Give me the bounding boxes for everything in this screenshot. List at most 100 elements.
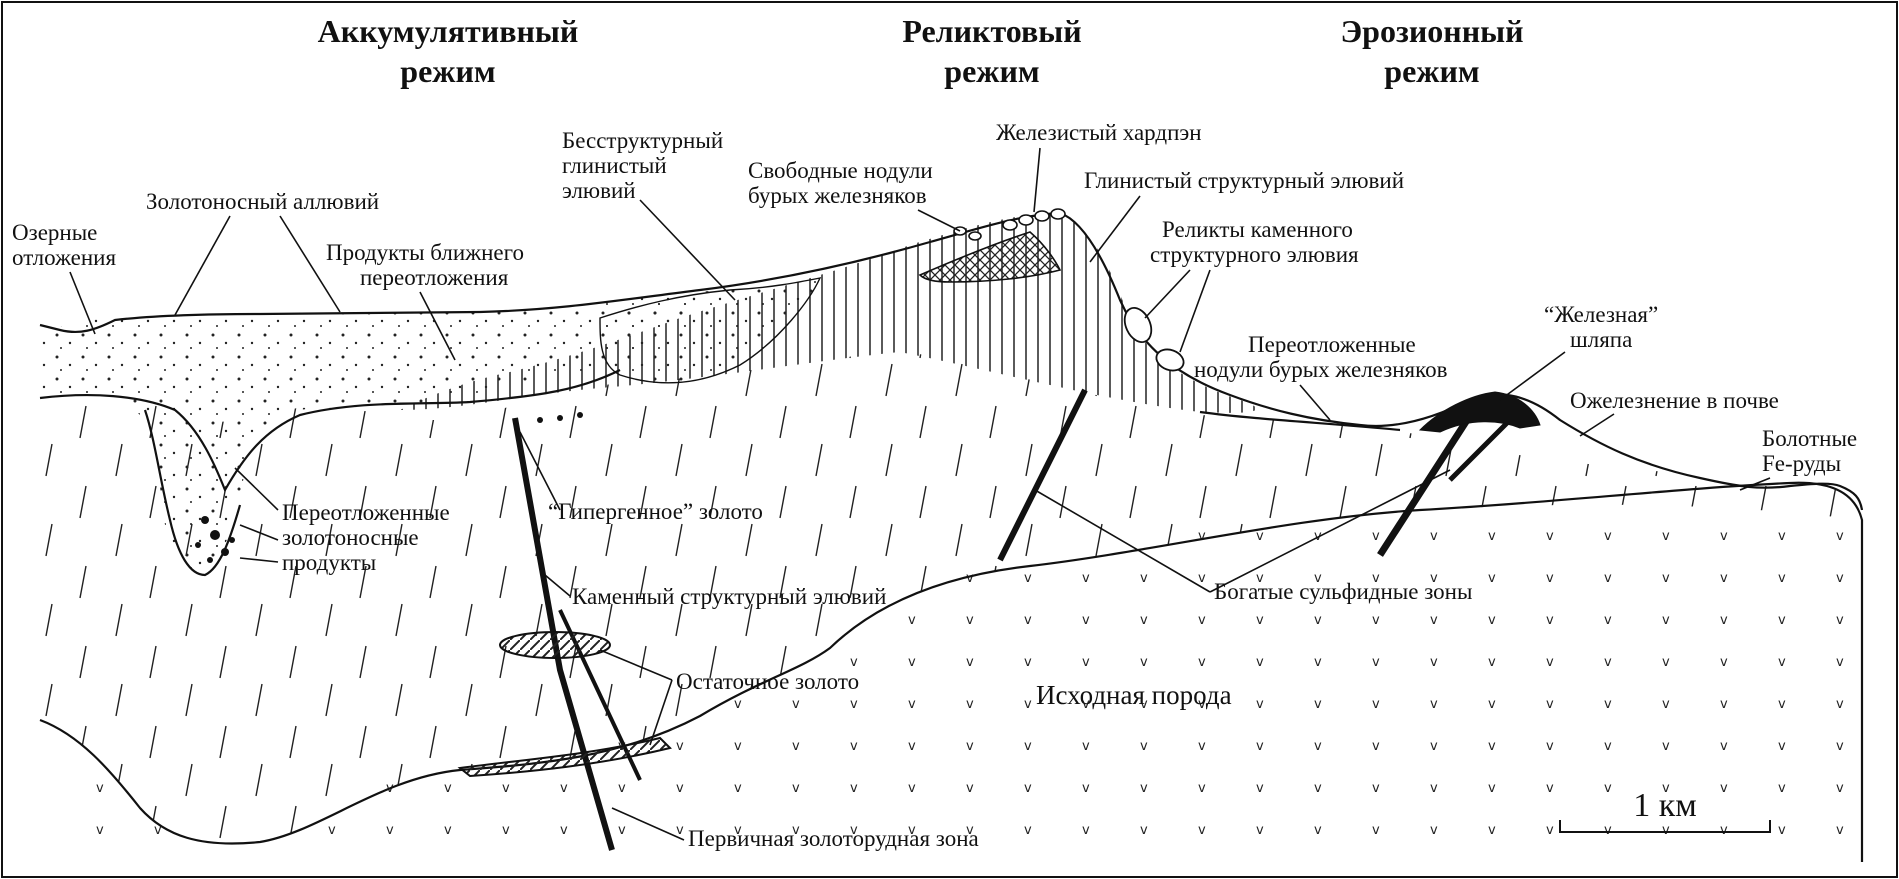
source-rock-vee: v <box>1314 739 1322 754</box>
source-rock-vee: v <box>1140 739 1148 754</box>
label-gold-alluvium: Золотоносный аллювий <box>146 189 379 214</box>
source-rock-vee: v <box>1430 529 1438 544</box>
source-rock-vee: v <box>1778 655 1786 670</box>
hardpan-area <box>918 231 1062 283</box>
source-rock-vee: v <box>1720 781 1728 796</box>
source-rock-vee: v <box>1024 781 1032 796</box>
source-rock-vee: v <box>1314 655 1322 670</box>
source-rock-vee: v <box>1430 613 1438 628</box>
iron-hat-cap <box>1418 391 1541 433</box>
source-rock-vee: v <box>1488 739 1496 754</box>
source-rock-vee: v <box>908 613 916 628</box>
label-redeposited-gold-products-1: Переотложенные <box>282 500 450 525</box>
source-rock-vee: v <box>502 781 510 796</box>
source-rock-vee: v <box>1662 655 1670 670</box>
source-rock-vee: v <box>1082 697 1090 712</box>
source-rock-vee: v <box>1546 613 1554 628</box>
regime-accumulative-line-1: Аккумулятивный <box>318 13 579 49</box>
source-rock-vee: v <box>1836 655 1844 670</box>
source-rock-vee: v <box>676 823 684 838</box>
label-structureless-eluvium-3: элювий <box>562 178 636 203</box>
source-rock-vee: v <box>1314 781 1322 796</box>
source-rock-vee: v <box>1140 823 1148 838</box>
source-rock-vee: v <box>1430 655 1438 670</box>
source-rock-vee: v <box>1778 529 1786 544</box>
source-rock-vee: v <box>1488 823 1496 838</box>
source-rock-vee: v <box>1662 571 1670 586</box>
label-near-redeposition-1: Продукты ближнего <box>326 240 524 265</box>
source-rock-vee: v <box>1546 781 1554 796</box>
source-rock-vee: v <box>792 823 800 838</box>
regime-accumulative-line-2: режим <box>400 53 495 89</box>
label-lake-deposits-2: отложения <box>12 245 116 270</box>
label-iron-hat-1: “Железная” <box>1544 302 1658 327</box>
source-rock-vee: v <box>1778 571 1786 586</box>
source-rock-vee: v <box>850 697 858 712</box>
source-rock-vee: v <box>1024 739 1032 754</box>
source-rock-vee: v <box>1720 613 1728 628</box>
leader-lines <box>69 147 1771 841</box>
rock-boundary-line <box>39 481 1864 862</box>
source-rock-vee: v <box>560 781 568 796</box>
regime-relict-line-2: режим <box>944 53 1039 89</box>
source-rock-vee: v <box>1256 655 1264 670</box>
source-rock-vee: v <box>966 823 974 838</box>
source-rock-vee: v <box>1198 739 1206 754</box>
source-rock-vee: v <box>1836 697 1844 712</box>
source-rock-vee: v <box>1024 613 1032 628</box>
source-rock-vee: v <box>1314 823 1322 838</box>
source-rock-vee: v <box>1198 655 1206 670</box>
alluvium-area <box>40 290 720 574</box>
source-rock-vee: v <box>1778 739 1786 754</box>
source-rock-vee: v <box>1488 781 1496 796</box>
scale-bar-label: 1 км <box>1633 787 1697 824</box>
source-rock-vee: v <box>1546 697 1554 712</box>
structureless-eluvium-area <box>599 277 822 384</box>
source-rock-vee: v <box>1720 697 1728 712</box>
source-rock-vee: v <box>1256 571 1264 586</box>
regime-erosional-line-2: режим <box>1384 53 1479 89</box>
source-rock-vee: v <box>1082 781 1090 796</box>
label-bog-ores-1: Болотные <box>1762 426 1857 451</box>
source-rock-vee: v <box>1604 781 1612 796</box>
source-rock-vee: v <box>1024 697 1032 712</box>
source-rock-vee: v <box>1198 571 1206 586</box>
label-ferruginous-hardpan: Железистый хардпэн <box>996 120 1202 145</box>
source-rock-vee: v <box>1836 571 1844 586</box>
source-rock-vee: v <box>1256 529 1264 544</box>
source-rock-vee: v <box>1082 613 1090 628</box>
source-rock-vee: v <box>1430 781 1438 796</box>
source-rock-vee: v <box>1720 529 1728 544</box>
source-rock-vee: v <box>1372 613 1380 628</box>
source-rock-vee: v <box>1140 655 1148 670</box>
source-rock-vee: v <box>908 697 916 712</box>
source-rock-vee: v <box>1662 781 1670 796</box>
label-clay-structural-eluvium: Глинистый структурный элювий <box>1084 168 1404 193</box>
label-bog-ores-2: Fe-руды <box>1762 451 1841 476</box>
source-rock-vee: v <box>618 781 626 796</box>
source-rock-vee: v <box>908 739 916 754</box>
stone-eluvium-area <box>40 350 1862 844</box>
source-rock-vee: v <box>734 781 742 796</box>
label-redeposited-gold-products-3: продукты <box>282 550 376 575</box>
source-rock-vee: v <box>1314 697 1322 712</box>
source-rock-vee: v <box>1836 781 1844 796</box>
source-rock-vee: v <box>1720 739 1728 754</box>
label-supergene-gold: “Гипергенное” золото <box>548 499 763 524</box>
source-rock-vee: v <box>1314 571 1322 586</box>
label-soil-ferruginization: Ожелезнение в почве <box>1570 388 1779 413</box>
source-rock-vee: v <box>792 697 800 712</box>
source-rock-vee: v <box>1256 697 1264 712</box>
scale-bar-line <box>1559 820 1771 833</box>
source-rock-vee: v <box>1546 823 1554 838</box>
source-rock-vee: v <box>1488 697 1496 712</box>
source-rock-vee: v <box>1430 571 1438 586</box>
label-redeposited-nodules-1: Переотложенные <box>1248 332 1416 357</box>
source-rock-vee: v <box>1488 529 1496 544</box>
label-near-redeposition-2: переотложения <box>360 265 509 290</box>
source-rock-vee: v <box>154 823 162 838</box>
ground-surface-line <box>39 211 1864 511</box>
source-rock-vee: v <box>1372 697 1380 712</box>
source-rock-vee: v <box>1546 655 1554 670</box>
source-rock-vee: v <box>1662 697 1670 712</box>
